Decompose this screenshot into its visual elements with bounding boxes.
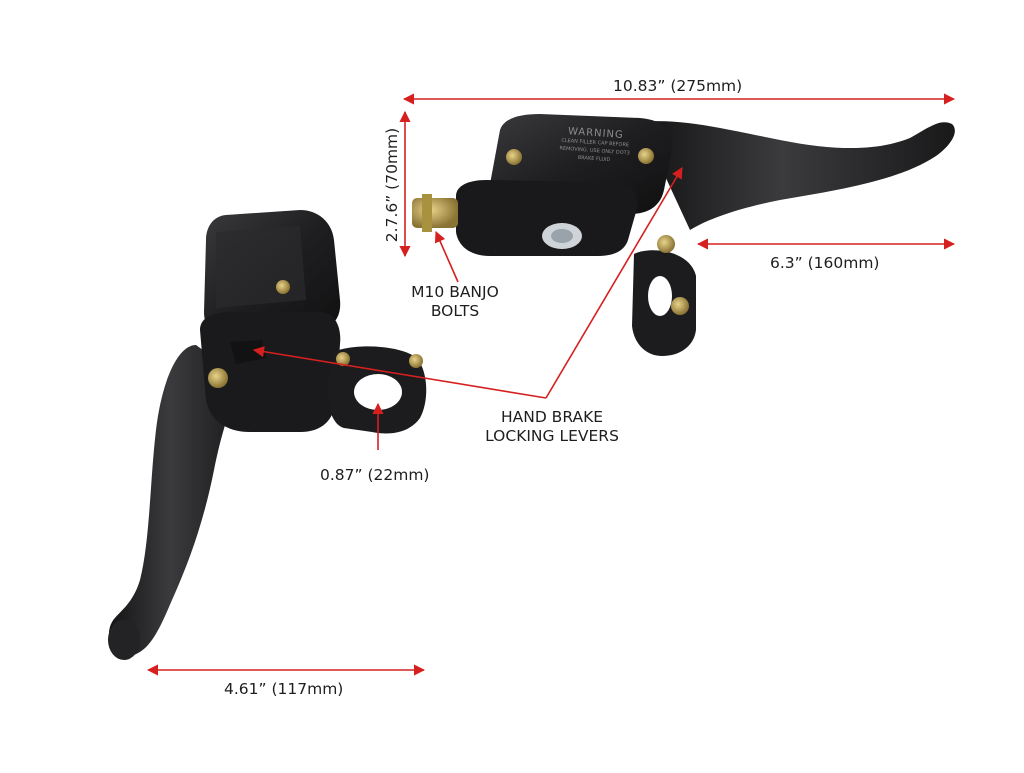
locking-levers-line2: LOCKING LEVERS [485, 427, 619, 445]
locking-levers-line1: HAND BRAKE [500, 408, 604, 426]
locking-levers-label: HAND BRAKE LOCKING LEVERS [474, 408, 630, 446]
left-brake-lever [108, 345, 245, 657]
left-master-cylinder [108, 210, 427, 660]
lever-reach-label: 6.3” (160mm) [770, 254, 880, 272]
bar-clamp-label: 0.87” (22mm) [320, 466, 430, 484]
lever-length-label: 4.61” (117mm) [224, 680, 344, 698]
height-label: 2.7.6” (70mm) [383, 127, 401, 243]
locking-leader-left [252, 346, 547, 399]
locking-leader-right [545, 167, 683, 399]
overall-length-label: 10.83” (275mm) [613, 77, 743, 95]
banjo-bolts-line2: BOLTS [430, 302, 480, 320]
banjo-bolts-line1: M10 BANJO [411, 283, 499, 301]
right-master-cylinder [412, 114, 955, 356]
banjo-leader [434, 230, 459, 283]
right-brake-lever [640, 121, 955, 230]
banjo-bolts-label: M10 BANJO BOLTS [400, 283, 510, 321]
